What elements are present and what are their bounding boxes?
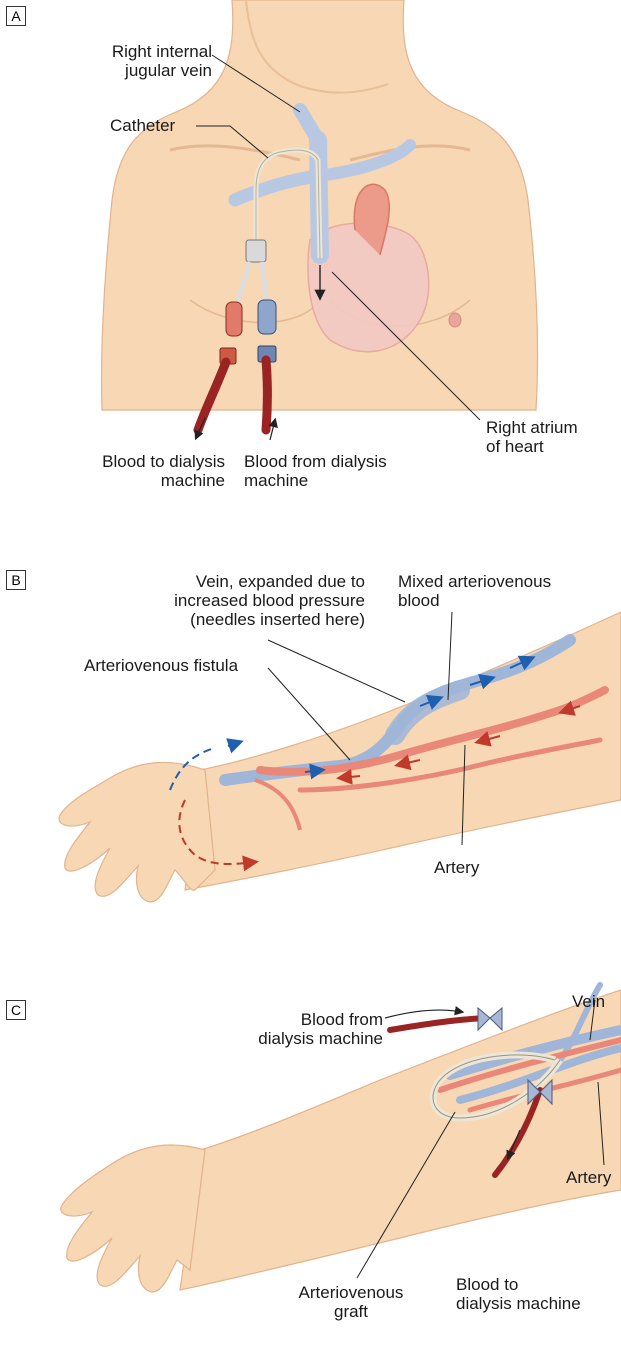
nipple [449, 313, 461, 327]
blue-clamp [258, 300, 276, 334]
hand-b [59, 762, 215, 902]
panel-a-letter: A [6, 6, 26, 26]
panel-b-letter: B [6, 570, 26, 590]
label-blood-to-machine-c: Blood to dialysis machine [456, 1275, 581, 1313]
label-graft: Arteriovenous graft [276, 1283, 426, 1321]
label-blood-from-machine-a: Blood from dialysis machine [244, 452, 387, 490]
label-right-atrium: Right atrium of heart [486, 418, 578, 456]
label-blood-to-machine-a: Blood to dialysis machine [102, 452, 225, 490]
needle-top [478, 1008, 502, 1030]
label-vein-expanded: Vein, expanded due to increased blood pr… [174, 572, 365, 629]
tube-from-machine [266, 360, 268, 430]
tube-from-machine-c [390, 1018, 485, 1030]
panel-c-letter: C [6, 1000, 26, 1020]
label-catheter: Catheter [110, 116, 175, 135]
label-right-internal-jugular-vein: Right internal jugular vein [112, 42, 212, 80]
red-clamp [226, 302, 242, 336]
label-mixed-blood: Mixed arteriovenous blood [398, 572, 551, 610]
forearm-c [180, 990, 621, 1290]
label-vein-c: Vein [572, 992, 605, 1011]
label-artery-b: Artery [434, 858, 479, 877]
label-blood-from-machine-c: Blood from dialysis machine [258, 1010, 383, 1048]
label-fistula: Arteriovenous fistula [84, 656, 238, 675]
label-artery-c: Artery [566, 1168, 611, 1187]
